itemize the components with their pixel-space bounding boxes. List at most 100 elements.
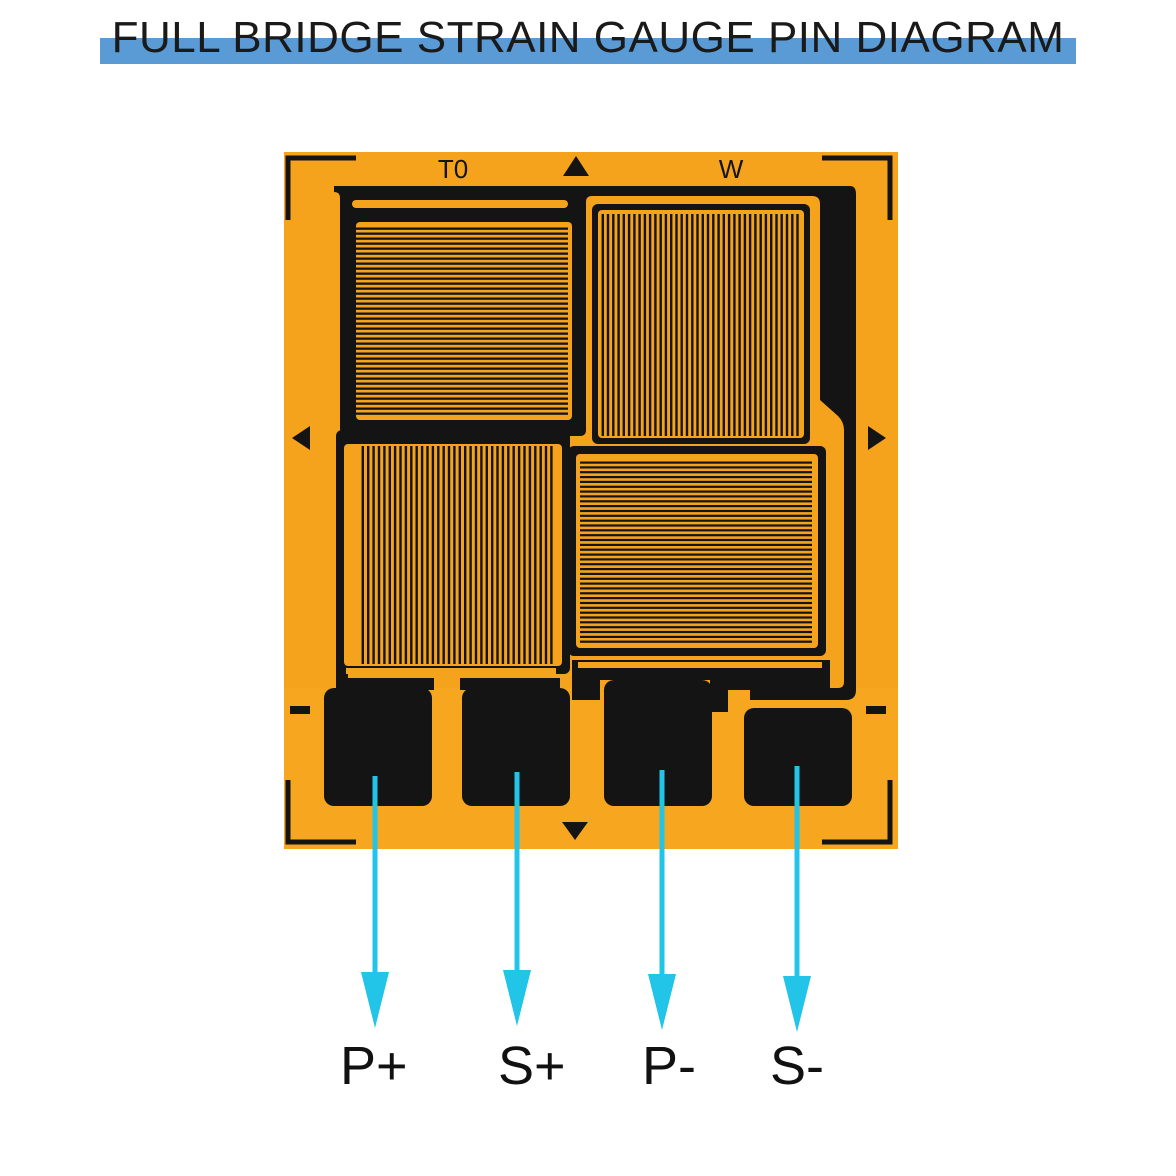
pin-arrows bbox=[361, 766, 811, 1032]
grid-line bbox=[512, 446, 515, 664]
grid-line bbox=[675, 214, 678, 436]
grid-line bbox=[356, 397, 568, 400]
grid-line bbox=[722, 214, 725, 436]
grid-line bbox=[580, 601, 812, 605]
grid-line bbox=[659, 214, 662, 436]
grid-line bbox=[528, 446, 532, 664]
grid-line bbox=[627, 214, 631, 436]
grid-line bbox=[580, 587, 812, 590]
grid-line bbox=[580, 568, 812, 571]
grid-line bbox=[534, 446, 537, 664]
grid-line bbox=[442, 446, 445, 664]
grid-line bbox=[654, 214, 657, 436]
grid-line bbox=[601, 214, 604, 436]
diagram-title: FULL BRIDGE STRAIN GAUGE PIN DIAGRAM bbox=[111, 13, 1065, 62]
grid-line bbox=[356, 357, 568, 360]
grid-line bbox=[480, 446, 483, 664]
grid-line bbox=[580, 577, 812, 580]
grid-line bbox=[580, 534, 812, 537]
grid-line bbox=[622, 214, 625, 436]
grid-line bbox=[361, 446, 364, 664]
grid-line bbox=[356, 312, 568, 315]
pad-p-minus bbox=[604, 680, 712, 806]
grid-line bbox=[356, 372, 568, 375]
grid-line bbox=[469, 446, 472, 664]
grid-line bbox=[612, 214, 615, 436]
grid-bottom-left-vertical bbox=[361, 446, 553, 664]
pin-label-s-minus: S- bbox=[770, 1036, 824, 1096]
grid-line bbox=[580, 505, 812, 508]
grid-line bbox=[696, 214, 699, 436]
grid-line bbox=[388, 446, 391, 664]
grid-line bbox=[367, 446, 370, 664]
mark-w: W bbox=[719, 154, 744, 184]
grid-line bbox=[356, 242, 568, 245]
grid-line bbox=[377, 446, 381, 664]
grid-line bbox=[453, 446, 456, 664]
grid-line bbox=[410, 446, 413, 664]
grid-line bbox=[356, 322, 568, 325]
grid-line bbox=[580, 640, 812, 643]
grid-line bbox=[791, 214, 794, 436]
grid-line bbox=[785, 214, 789, 436]
grid-line bbox=[580, 495, 812, 498]
grid-line bbox=[393, 446, 397, 664]
grid-line bbox=[580, 630, 812, 634]
grid-line bbox=[580, 611, 812, 614]
grid-line bbox=[356, 247, 568, 250]
grid-line bbox=[356, 307, 568, 310]
grid-line bbox=[507, 446, 510, 664]
grid-line bbox=[580, 597, 812, 600]
grid-line bbox=[580, 621, 812, 624]
connector-mid-right bbox=[572, 660, 830, 712]
grid-line bbox=[431, 446, 435, 664]
grid-top-right-vertical bbox=[601, 214, 799, 436]
grid-line bbox=[356, 232, 568, 235]
grid-line bbox=[356, 227, 568, 230]
grid-line bbox=[356, 382, 568, 385]
grid-line bbox=[580, 572, 812, 575]
grid-line bbox=[356, 347, 568, 350]
side-tick-right bbox=[866, 706, 886, 714]
grid-line bbox=[764, 214, 768, 436]
arrow-s-minus bbox=[783, 766, 811, 1032]
grid-line bbox=[372, 446, 375, 664]
grid-line bbox=[496, 446, 499, 664]
grid-line bbox=[458, 446, 461, 664]
connector-mid-left bbox=[460, 678, 560, 690]
grid-line bbox=[356, 362, 568, 365]
grid-line bbox=[780, 214, 783, 436]
grid-line bbox=[712, 214, 715, 436]
grid-line bbox=[399, 446, 402, 664]
grid-line bbox=[680, 214, 683, 436]
grid-line bbox=[356, 282, 568, 285]
grid-line bbox=[356, 377, 568, 380]
grid-line bbox=[580, 514, 812, 517]
grid-line bbox=[580, 466, 812, 469]
grid-line bbox=[356, 337, 568, 340]
corner-marks bbox=[285, 155, 893, 845]
grid-line bbox=[356, 332, 568, 335]
grid-line bbox=[701, 214, 704, 436]
grid-line bbox=[685, 214, 689, 436]
grid-line bbox=[356, 407, 568, 410]
grid-top-left-horizontal bbox=[356, 227, 568, 415]
grid-line bbox=[356, 392, 568, 395]
grid-line bbox=[356, 412, 568, 415]
grid-line bbox=[356, 287, 568, 290]
mark-t0: T0 bbox=[438, 154, 468, 184]
grid-line bbox=[383, 446, 386, 664]
grid-line bbox=[643, 214, 647, 436]
grid-line bbox=[580, 563, 812, 566]
grid-line bbox=[770, 214, 773, 436]
grid-line bbox=[580, 480, 812, 483]
grid-line bbox=[775, 214, 778, 436]
grid-line bbox=[633, 214, 636, 436]
grid-line bbox=[727, 214, 731, 436]
grid-line bbox=[523, 446, 526, 664]
grid-line bbox=[474, 446, 478, 664]
grid-line bbox=[447, 446, 451, 664]
grid-line bbox=[356, 387, 568, 390]
grid-line bbox=[580, 529, 812, 532]
